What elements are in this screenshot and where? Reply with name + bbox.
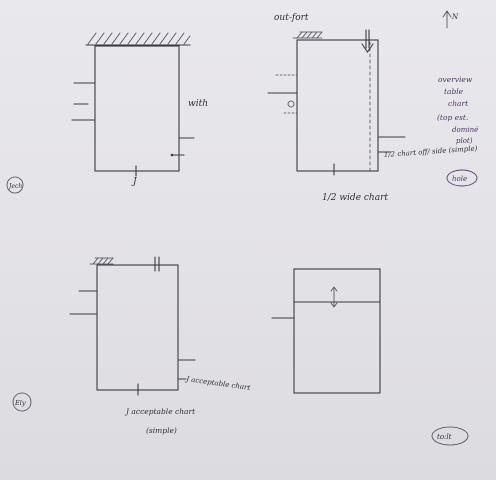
hatch-block [89,257,114,265]
note-badge-label: hole [452,175,467,183]
rectangle-outline [94,45,180,172]
badge-ellipse [431,426,469,446]
label-bottom: 1/2 wide chart [322,193,388,203]
label-side: 1/2 chart off/ side (simple) [384,144,478,159]
note-line-1: overview [438,75,473,84]
note-badge [446,169,478,187]
note-line-6: plot) [456,137,473,145]
label-bottom: J [131,177,138,187]
diagram-bottom-left: J acceptable chart J acceptable chart (s… [12,256,251,435]
badge-circle [6,176,24,194]
diagram-bottom-right: to:lt [271,268,469,446]
label-side: with [188,99,208,109]
down-arrow-icon [361,29,374,53]
note-line-3: chart [448,99,469,108]
badge-label: Ely [14,399,26,407]
dot-marker [170,153,174,157]
badge-circle [12,392,32,412]
label-bottom: J acceptable chart [124,407,196,416]
rectangle-outline [96,264,179,391]
hatch-marks [87,32,191,45]
rectangle-outline [296,39,379,172]
north-label: N [451,13,459,21]
diagram-top-left: with J Jech [6,32,208,194]
hatch-block [292,31,323,39]
north-arrow-icon: N [442,10,459,29]
label-corner: out-fort [274,13,309,23]
note-line-4: (top est. [437,113,468,122]
side-note: overview table chart (top est. dominé pl… [437,75,478,187]
badge-label: Jech [7,183,22,190]
note-line-5: dominé [452,126,478,134]
badge-label: to:lt [437,433,452,441]
label-bottom-2: (simple) [146,426,177,435]
note-line-2: table [444,87,464,96]
double-arrow-icon [330,286,338,308]
rectangle-outline [293,268,381,394]
label-side: J acceptable chart [184,375,251,392]
small-circle [287,100,295,108]
diagram-top-right: out-fort 1/2 wide chart 1/2 chart off/ s… [267,13,478,203]
